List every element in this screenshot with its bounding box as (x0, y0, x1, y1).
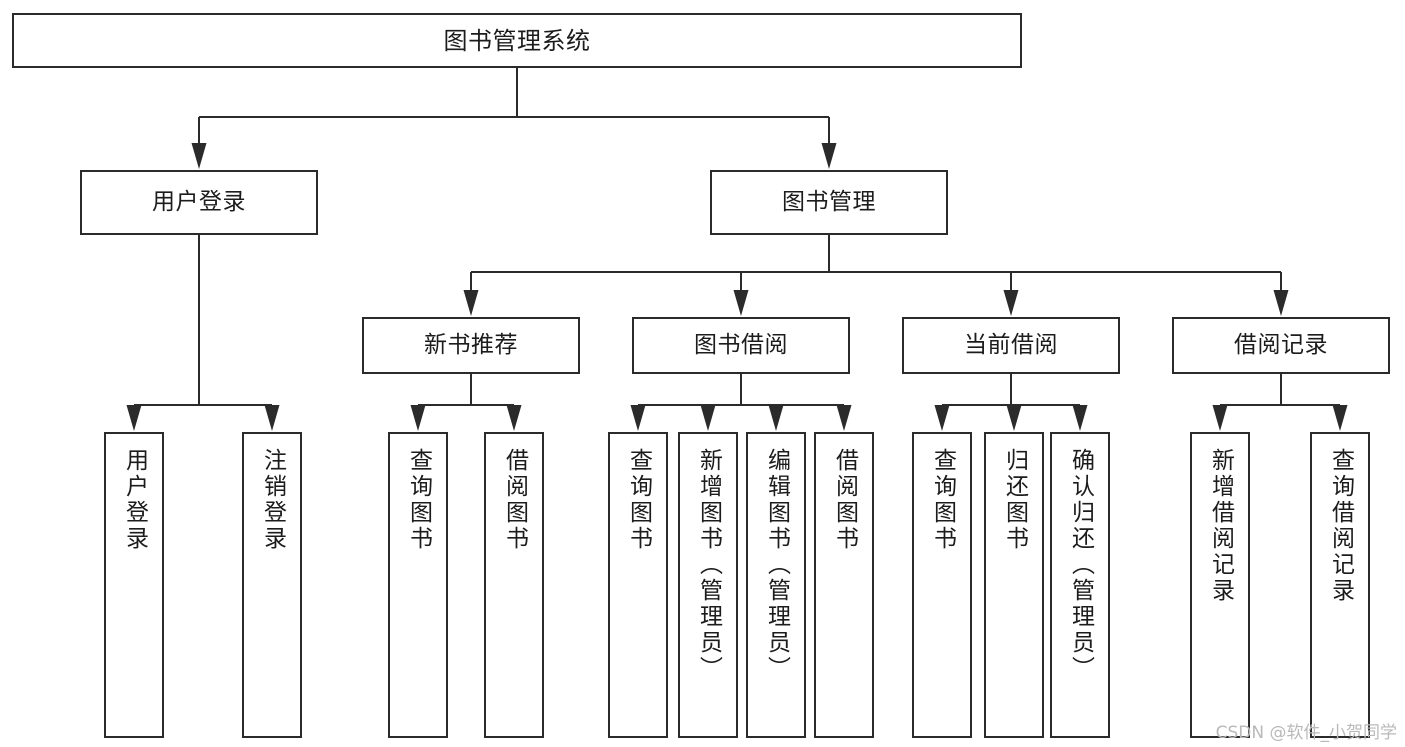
connector-login (126, 235, 280, 431)
connector-borrow (630, 374, 852, 431)
node-label: 借阅记录 (1234, 332, 1328, 359)
node-label: 借阅图书 (501, 448, 528, 552)
node-label: 查询图书 (405, 448, 432, 552)
node-l-logout[interactable]: 注销登录 (242, 432, 302, 738)
connector-newbook (410, 374, 522, 431)
connector-current (934, 374, 1088, 431)
node-label: 新增图书（管理员） (695, 448, 722, 682)
node-newbook[interactable]: 新书推荐 (362, 317, 580, 374)
node-label: 当前借阅 (964, 332, 1058, 359)
node-label: 图书借阅 (694, 332, 788, 359)
node-label: 归还图书 (1001, 448, 1028, 552)
node-root[interactable]: 图书管理系统 (12, 13, 1022, 68)
node-r-query[interactable]: 查询借阅记录 (1310, 432, 1370, 738)
node-label: 新增借阅记录 (1207, 448, 1234, 604)
node-b-edit[interactable]: 编辑图书（管理员） (746, 432, 806, 738)
node-label: 查询图书 (929, 448, 956, 552)
node-bookmgmt[interactable]: 图书管理 (710, 170, 948, 235)
node-records[interactable]: 借阅记录 (1172, 317, 1390, 374)
node-b-borrow[interactable]: 借阅图书 (814, 432, 874, 738)
node-c-confirm[interactable]: 确认归还（管理员） (1050, 432, 1110, 738)
connector-bookmgmt (463, 235, 1289, 316)
node-label: 新书推荐 (424, 332, 518, 359)
node-l-login[interactable]: 用户登录 (104, 432, 164, 738)
node-c-query[interactable]: 查询图书 (912, 432, 972, 738)
node-label: 查询图书 (625, 448, 652, 552)
node-label: 用户登录 (121, 448, 148, 552)
node-label: 注销登录 (259, 448, 286, 552)
connector-records (1212, 374, 1348, 431)
node-label: 编辑图书（管理员） (763, 448, 790, 682)
csdn-watermark: CSDN @软件_小贺同学 (1215, 723, 1397, 743)
node-label: 图书管理 (782, 189, 876, 216)
node-n-query[interactable]: 查询图书 (388, 432, 448, 738)
node-b-query[interactable]: 查询图书 (608, 432, 668, 738)
node-r-add[interactable]: 新增借阅记录 (1190, 432, 1250, 738)
node-label: 确认归还（管理员） (1067, 448, 1094, 682)
node-c-return[interactable]: 归还图书 (984, 432, 1044, 738)
node-b-add[interactable]: 新增图书（管理员） (678, 432, 738, 738)
node-label: 查询借阅记录 (1327, 448, 1354, 604)
node-login[interactable]: 用户登录 (80, 170, 318, 235)
node-label: 用户登录 (152, 189, 246, 216)
node-label: 图书管理系统 (443, 26, 591, 55)
node-current[interactable]: 当前借阅 (902, 317, 1120, 374)
node-n-borrow[interactable]: 借阅图书 (484, 432, 544, 738)
connector-root (191, 68, 837, 169)
node-borrow[interactable]: 图书借阅 (632, 317, 850, 374)
node-label: 借阅图书 (831, 448, 858, 552)
